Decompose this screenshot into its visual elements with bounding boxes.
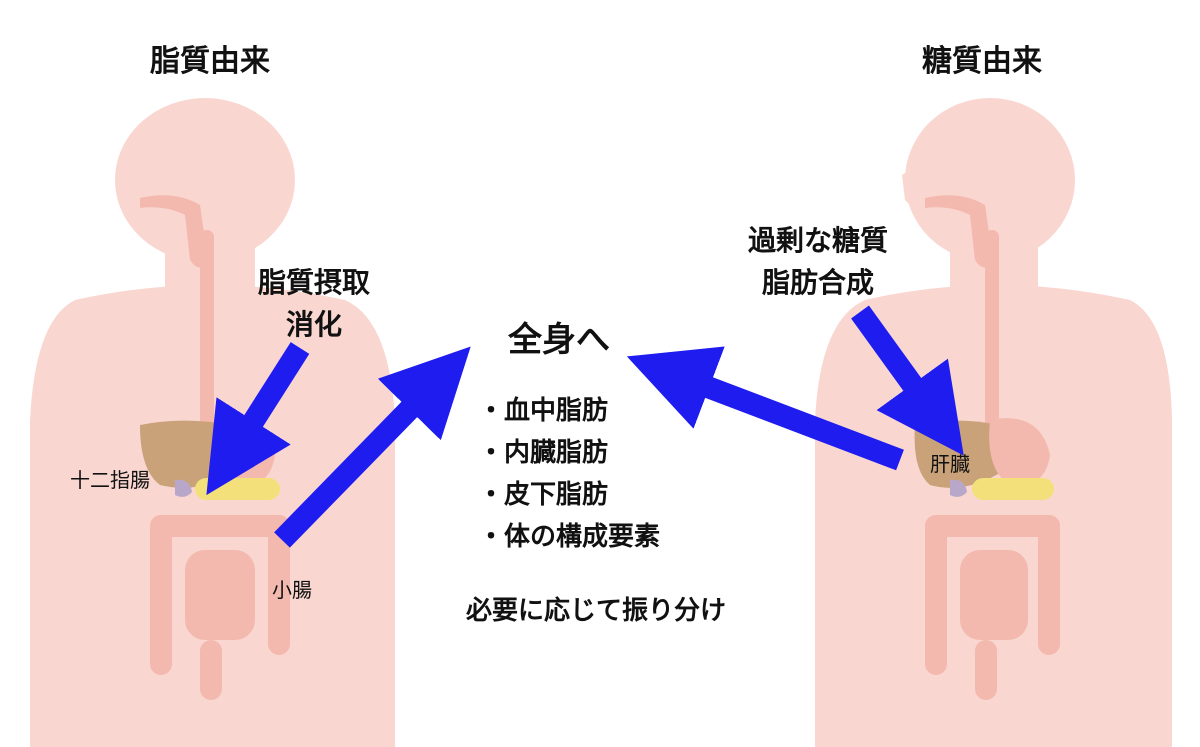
left-digestive-tract xyxy=(140,195,214,440)
right-gallbladder xyxy=(950,479,967,497)
left-callout: 脂質摂取 消化 xyxy=(258,262,370,346)
left-callout-line-2: 消化 xyxy=(286,308,343,341)
right-pancreas xyxy=(972,478,1054,500)
right-body-figure xyxy=(815,98,1172,747)
arrow-synthesis-to-liver xyxy=(851,305,964,456)
left-gallbladder xyxy=(175,479,192,497)
left-pancreas xyxy=(195,478,280,500)
center-title: 全身へ xyxy=(508,320,610,360)
destination-item-blood-fat: ・血中脂肪 xyxy=(478,396,609,426)
destination-item-visceral-fat: ・内臓脂肪 xyxy=(478,438,609,468)
arrow-liver-to-body xyxy=(626,346,904,471)
left-heading: 脂質由来 xyxy=(150,44,270,79)
right-stomach xyxy=(989,418,1050,486)
label-small-intestine: 小腸 xyxy=(272,578,312,602)
left-callout-line-1: 脂質摂取 xyxy=(258,266,371,299)
label-duodenum: 十二指腸 xyxy=(70,468,150,492)
right-digestive-tract xyxy=(925,195,999,440)
arrow-digestion-to-duodenum xyxy=(206,342,310,496)
footer-note: 必要に応じて振り分け xyxy=(466,596,727,626)
destination-item-body-components: ・体の構成要素 xyxy=(478,522,661,552)
right-heading: 糖質由来 xyxy=(922,44,1042,79)
right-callout: 過剰な糖質 脂肪合成 xyxy=(748,220,888,304)
destination-list: ・血中脂肪 ・内臓脂肪 ・皮下脂肪 ・体の構成要素 xyxy=(478,390,660,558)
right-callout-line-2: 脂肪合成 xyxy=(762,266,875,299)
arrow-small-intestine-to-body xyxy=(274,346,471,548)
right-callout-line-1: 過剰な糖質 xyxy=(748,224,889,257)
left-body-figure xyxy=(30,98,395,747)
label-liver: 肝臓 xyxy=(930,452,970,476)
right-intestines xyxy=(925,515,1060,700)
destination-item-subcutaneous-fat: ・皮下脂肪 xyxy=(478,480,609,510)
left-intestines xyxy=(150,515,290,700)
